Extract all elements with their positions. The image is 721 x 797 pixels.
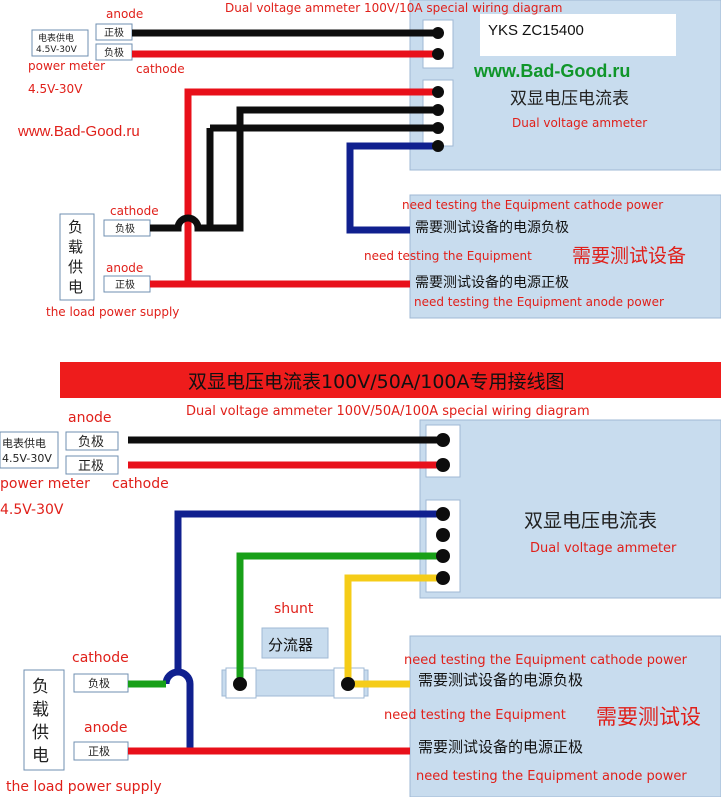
bottom-power-box-range: 4.5V-30V — [2, 452, 52, 465]
top-equip-big-cn: 需要测试设备 — [572, 245, 686, 267]
bottom-wire-green — [236, 552, 443, 684]
top-power-range-label: 4.5V-30V — [28, 82, 83, 96]
bottom-load-cn-1: 负 — [32, 677, 49, 697]
top-equip-cathode-en: need testing the Equipment cathode power — [402, 198, 663, 212]
bottom-equipment-panel — [409, 635, 721, 797]
top-equip-anode-en: need testing the Equipment anode power — [414, 295, 664, 309]
top-load-anode-label: anode — [106, 261, 143, 275]
top-watermark-left: www.Bad-Good.ru — [17, 123, 140, 140]
top-diagram: YKS ZC15400 www.Bad-Good.ru 双显电压电流表 Dual… — [17, 0, 721, 319]
top-meter-cn: 双显电压电流表 — [510, 89, 629, 109]
bottom-anode-label: anode — [68, 410, 112, 426]
bottom-load-pos-cn: 正极 — [88, 744, 110, 758]
bottom-equip-big-cn: 需要测试设 — [596, 705, 701, 729]
bottom-load-cn-2: 载 — [32, 700, 49, 720]
bottom-terminal-pos-cn: 正极 — [78, 459, 104, 474]
bottom-shunt-dot-left — [233, 677, 247, 691]
bottom-shunt-en: shunt — [274, 601, 314, 617]
top-power-box — [31, 29, 89, 57]
top-dot-2 — [432, 48, 444, 60]
bottom-power-range-label: 4.5V-30V — [0, 502, 64, 518]
bottom-load-box — [23, 669, 65, 771]
top-equip-pos-cn: 需要测试设备的电源正极 — [415, 274, 569, 291]
bottom-load-cathode-label: cathode — [72, 650, 129, 666]
top-dot-6 — [432, 140, 444, 152]
top-anode-label: anode — [106, 7, 143, 21]
bottom-equip-mid-en: need testing the Equipment — [384, 708, 566, 723]
bottom-shunt-dot-right — [341, 677, 355, 691]
top-load-cn-1: 负 — [68, 218, 83, 236]
top-load-supply-label: the load power supply — [46, 305, 179, 319]
top-load-cn-3: 供 — [68, 258, 83, 276]
bottom-wire-blue-arch — [162, 668, 194, 748]
top-model-label-box — [480, 14, 676, 56]
top-terminal-neg-cn: 负极 — [104, 46, 124, 59]
bottom-wire-yellow — [344, 574, 443, 684]
top-power-meter-label: power meter — [28, 59, 105, 73]
top-cathode-label: cathode — [136, 62, 185, 76]
top-dot-1 — [432, 27, 444, 39]
bottom-equip-anode-en: need testing the Equipment anode power — [416, 769, 687, 784]
top-model-label: YKS ZC15400 — [488, 22, 584, 39]
bottom-shunt-cn: 分流器 — [268, 636, 313, 654]
bottom-power-meter-label: power meter — [0, 476, 90, 492]
top-dot-4 — [432, 104, 444, 116]
top-dot-5 — [432, 122, 444, 134]
top-load-cn-4: 电 — [68, 278, 83, 296]
bottom-terminal-neg-cn: 负极 — [78, 435, 104, 450]
bottom-load-anode-label: anode — [84, 720, 128, 736]
bottom-meter-cn: 双显电压电流表 — [524, 510, 657, 532]
top-power-box-cn: 电表供电 — [38, 32, 74, 44]
top-dot-3 — [432, 86, 444, 98]
bottom-load-neg-cn: 负极 — [88, 676, 110, 690]
bottom-meter-en: Dual voltage ammeter — [530, 541, 677, 556]
top-load-box — [59, 213, 95, 301]
bottom-dot-3 — [436, 507, 450, 521]
bottom-load-supply-label: the load power supply — [6, 779, 162, 795]
top-equip-mid-en: need testing the Equipment — [364, 249, 532, 263]
bottom-title-en: Dual voltage ammeter 100V/50A/100A speci… — [186, 404, 590, 419]
top-load-neg-cn: 负极 — [115, 222, 135, 235]
bottom-power-box-cn: 电表供电 — [2, 436, 46, 450]
bottom-dot-2 — [436, 458, 450, 472]
bottom-dot-6 — [436, 571, 450, 585]
top-equipment-panel — [409, 194, 721, 319]
top-wire-black-cathode — [150, 106, 438, 232]
bottom-diagram: 双显电压电流表100V/50A/100A专用接线图 Dual voltage a… — [0, 362, 721, 797]
top-load-pos-cn: 正极 — [115, 278, 135, 291]
bottom-cathode-label: cathode — [112, 476, 169, 492]
top-wire-blue — [346, 142, 438, 234]
bottom-banner — [60, 362, 721, 398]
bottom-power-box — [0, 431, 59, 469]
bottom-equip-cathode-en: need testing the Equipment cathode power — [404, 653, 688, 668]
top-watermark: www.Bad-Good.ru — [473, 61, 630, 81]
bottom-equip-pos-cn: 需要测试设备的电源正极 — [418, 738, 583, 756]
bottom-shunt-label-box — [261, 627, 329, 659]
bottom-dot-4 — [436, 528, 450, 542]
bottom-meter-panel — [419, 419, 721, 599]
top-power-box-range: 4.5V-30V — [36, 45, 78, 55]
bottom-banner-cn: 双显电压电流表100V/50A/100A专用接线图 — [188, 371, 565, 393]
bottom-load-cn-3: 供 — [32, 723, 49, 743]
top-wire-red-anode — [150, 88, 438, 288]
top-load-cathode-label: cathode — [110, 204, 159, 218]
bottom-terminal-pos — [65, 455, 119, 475]
top-meter-en: Dual voltage ammeter — [512, 116, 647, 130]
bottom-terminal-neg — [65, 431, 119, 451]
top-title-en: Dual voltage ammeter 100V/10A special wi… — [225, 1, 562, 15]
top-terminal-pos-cn: 正极 — [104, 26, 124, 39]
bottom-dot-5 — [436, 549, 450, 563]
bottom-wire-blue — [174, 510, 443, 672]
bottom-equip-neg-cn: 需要测试设备的电源负极 — [418, 671, 583, 689]
top-equip-neg-cn: 需要测试设备的电源负极 — [415, 219, 569, 236]
bottom-dot-1 — [436, 433, 450, 447]
top-load-cn-2: 载 — [68, 238, 83, 256]
bottom-load-cn-4: 电 — [32, 746, 49, 766]
